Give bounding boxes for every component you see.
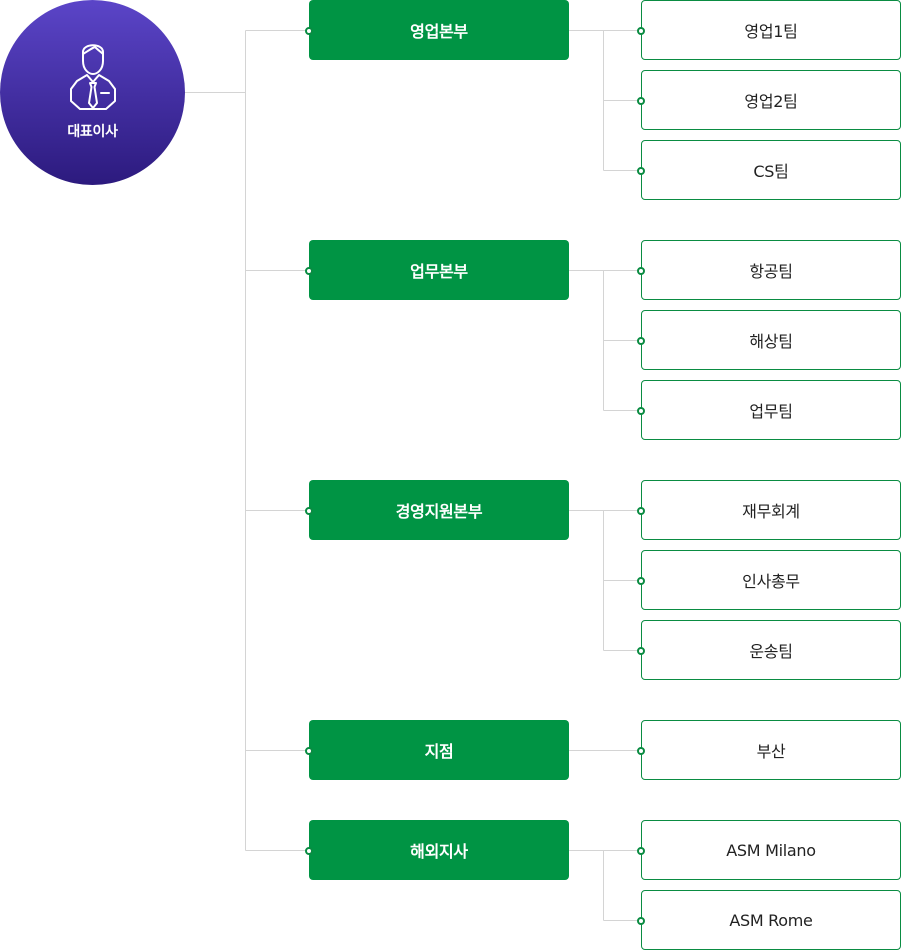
connector-dot xyxy=(637,96,645,105)
connector-dot xyxy=(305,26,313,35)
connector-dot xyxy=(305,266,313,275)
connector-dot xyxy=(637,166,645,175)
connector-dot xyxy=(637,846,645,855)
connector-dot xyxy=(637,916,645,925)
connector-dot xyxy=(637,506,645,515)
division-box: 경영지원본부 xyxy=(309,480,569,540)
connector-dot xyxy=(305,746,313,755)
connector-dot xyxy=(637,406,645,415)
connector-dot xyxy=(305,506,313,515)
team-box: 운송팀 xyxy=(641,620,901,680)
ceo-label: 대표이사 xyxy=(67,123,118,140)
team-box: 인사총무 xyxy=(641,550,901,610)
connector-dot xyxy=(637,26,645,35)
connector-dot xyxy=(637,266,645,275)
connector-dot xyxy=(305,846,313,855)
team-box: ASM Rome xyxy=(641,890,901,950)
connector-dot xyxy=(637,746,645,755)
connector-dot xyxy=(637,576,645,585)
team-box: ASM Milano xyxy=(641,820,901,880)
team-box: 영업2팀 xyxy=(641,70,901,130)
ceo-node: 대표이사 xyxy=(0,0,185,185)
team-box: CS팀 xyxy=(641,140,901,200)
division-box: 해외지사 xyxy=(309,820,569,880)
team-box: 영업1팀 xyxy=(641,0,901,60)
team-box: 항공팀 xyxy=(641,240,901,300)
team-box: 부산 xyxy=(641,720,901,780)
businessman-icon xyxy=(69,43,116,110)
team-box: 해상팀 xyxy=(641,310,901,370)
connector-dot xyxy=(637,336,645,345)
division-box: 영업본부 xyxy=(309,0,569,60)
division-box: 업무본부 xyxy=(309,240,569,300)
team-box: 업무팀 xyxy=(641,380,901,440)
team-box: 재무회계 xyxy=(641,480,901,540)
connector-dot xyxy=(637,646,645,655)
division-box: 지점 xyxy=(309,720,569,780)
